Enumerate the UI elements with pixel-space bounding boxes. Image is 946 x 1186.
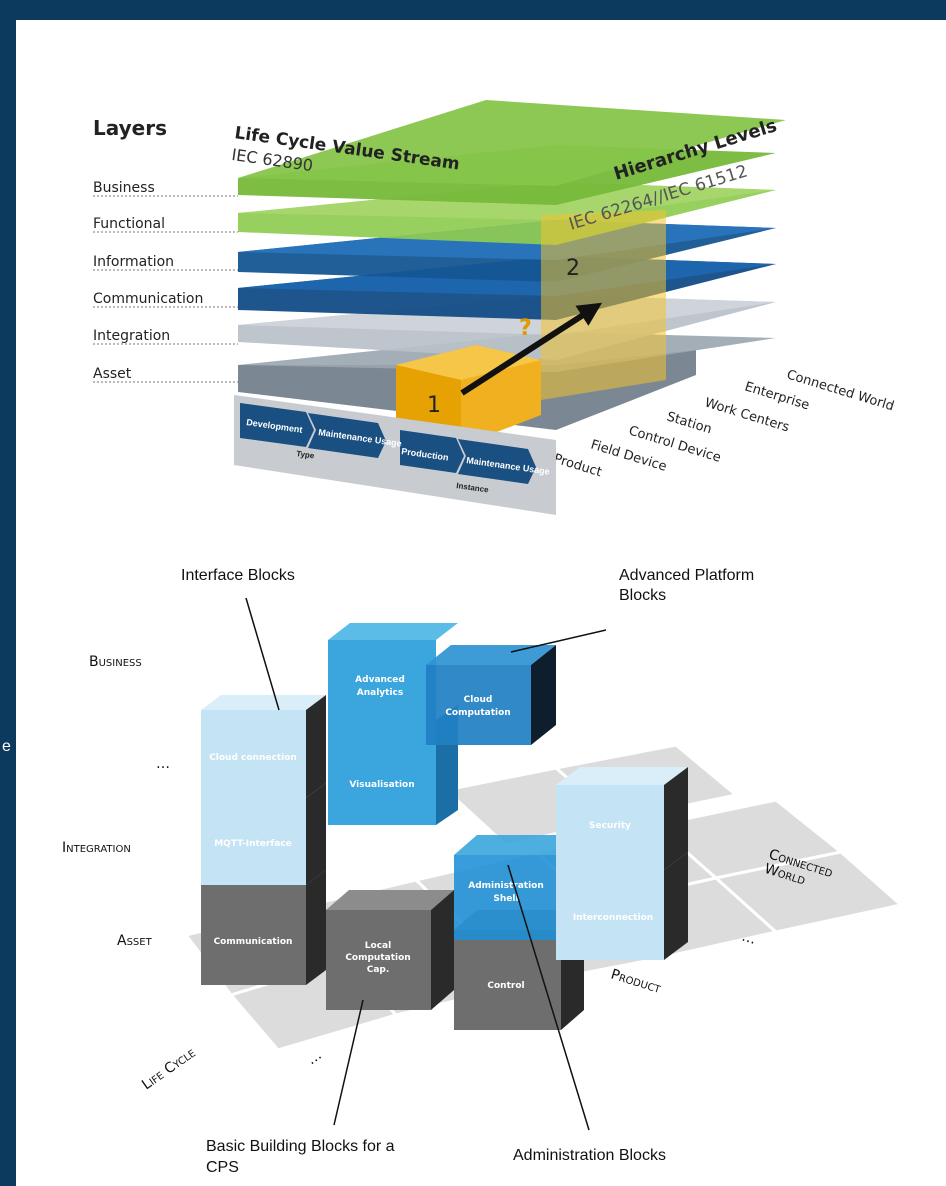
callout-lines (245, 597, 607, 1131)
layer-label-communication: Communication (93, 291, 203, 307)
block-local-computation: Local Computation Cap. (326, 890, 454, 1010)
block-cloud-connection: Cloud connection (201, 695, 326, 798)
layer-label-functional: Functional (93, 216, 165, 232)
block-cloud-connection-label: Cloud connection (209, 753, 297, 763)
axis-asset: Asset (117, 933, 153, 949)
block-local-computation-label-3: Cap. (367, 965, 390, 975)
layer-label-integration: Integration (93, 328, 170, 344)
hierarchy-level-product: Product (552, 451, 604, 480)
block-cloud-computation-label-1: Cloud (464, 695, 493, 705)
axis-business: Business (89, 654, 142, 670)
stage-group-type: Type (296, 449, 316, 461)
block-mqtt-interface-label: MQTT-Interface (214, 839, 292, 849)
layers-title: Layers (93, 116, 167, 140)
callout-advanced-platform-1: Advanced Platform (619, 567, 754, 584)
layer-label-information: Information (93, 254, 174, 270)
slide-frame-left (0, 0, 16, 1186)
callout-administration-blocks: Administration Blocks (513, 1147, 666, 1164)
layer-labels: Business Functional Information Communic… (93, 180, 238, 383)
block-administration-shell-label-2: Shell (493, 894, 518, 904)
block-control-label: Control (487, 981, 524, 991)
layer-label-business: Business (93, 180, 155, 196)
axis-product: Product (609, 967, 664, 998)
block-local-computation-label-2: Computation (345, 953, 410, 963)
marker-2: 2 (566, 256, 580, 281)
block-communication: Communication (201, 870, 326, 985)
lifecycle-ribbon: Development Maintenance Usage Production… (234, 395, 556, 515)
slide-canvas: Layers (16, 20, 946, 1186)
block-administration-shell-label-1: Administration (468, 881, 544, 891)
block-security: Security (556, 767, 688, 870)
edge-text-fragment: e (2, 738, 11, 755)
block-interconnection: Interconnection (556, 852, 688, 960)
block-local-computation-label-1: Local (365, 941, 391, 951)
hierarchy-level-station: Station (665, 409, 714, 437)
axis-integration: Integration (62, 840, 131, 856)
highlight-column (541, 210, 666, 400)
callout-basic-blocks-1: Basic Building Blocks for a (206, 1138, 395, 1155)
callout-basic-blocks-2: CPS (206, 1159, 239, 1176)
axis-dots-bottom: … (304, 1047, 325, 1068)
block-advanced-analytics-label-2: Analytics (357, 688, 403, 698)
block-cloud-computation: Cloud Computation (426, 645, 556, 745)
block-mqtt-interface: MQTT-Interface (201, 783, 326, 885)
diagram-svg: Layers (62, 100, 905, 1176)
block-advanced-analytics-label-1: Advanced (355, 675, 405, 685)
callout-advanced-platform-2: Blocks (619, 587, 666, 604)
callout-interface-blocks: Interface Blocks (181, 567, 295, 584)
block-diagram: Communication Local Computation Cap. Con… (62, 567, 905, 1176)
block-visualisation-label: Visualisation (349, 780, 414, 790)
layer-label-asset: Asset (93, 366, 132, 382)
block-interconnection-label: Interconnection (573, 913, 653, 923)
block-advanced-analytics: Advanced Analytics (328, 623, 458, 720)
layer-slab-business (238, 100, 786, 205)
marker-question: ? (519, 316, 532, 341)
axis-life-cycle: Life Cycle (139, 1045, 199, 1093)
block-communication-label: Communication (214, 937, 293, 947)
block-cloud-computation-label-2: Computation (445, 708, 510, 718)
slide-frame-top (0, 0, 946, 20)
axis-dots-left: … (156, 756, 170, 772)
block-security-label: Security (589, 821, 631, 831)
axis-dots-right: … (740, 929, 758, 948)
arrow-1-to-2 (460, 302, 603, 396)
rami-diagram: Layers (93, 100, 896, 515)
marker-1: 1 (427, 393, 441, 418)
